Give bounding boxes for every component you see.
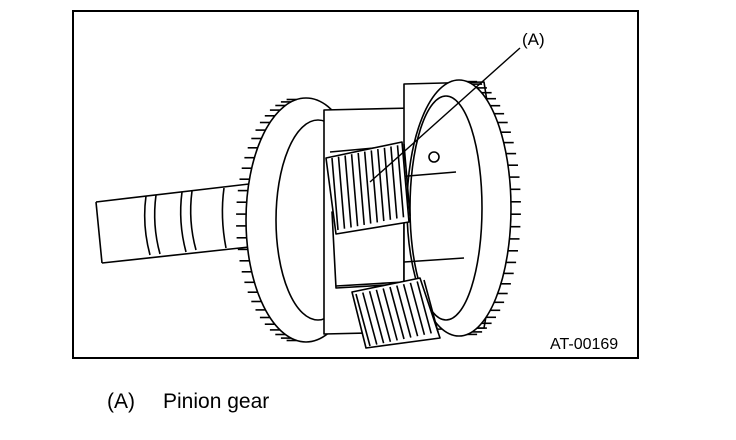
right-ring-gear: [395, 79, 521, 337]
callout-label-a: (A): [522, 30, 545, 49]
pinion-tooth: [350, 154, 359, 227]
pinion-tooth: [368, 290, 385, 344]
pinion-tooth: [337, 156, 346, 229]
pinion-tooth: [331, 157, 339, 231]
gear-assembly-illustration: [95, 47, 521, 349]
pinion-tooth: [344, 155, 352, 228]
pinion-tooth: [416, 281, 432, 334]
left-gear-teeth: [236, 98, 297, 342]
legend-text: Pinion gear: [163, 390, 270, 413]
pinion-tooth: [396, 285, 412, 338]
pinion-tooth: [423, 279, 439, 333]
pinion-tooth: [370, 150, 379, 223]
pinion-gear-upper: [325, 141, 411, 235]
pinion-tooth: [383, 147, 392, 220]
pinion-gear-lower: [351, 277, 441, 349]
pinion-tooth: [390, 146, 398, 219]
legend-tag: (A): [107, 390, 135, 413]
pinion-tooth: [355, 293, 371, 347]
pinion-tooth: [375, 289, 392, 343]
pinion-tooth: [382, 288, 398, 341]
figure-id: AT-00169: [550, 336, 619, 353]
input-shaft: [95, 183, 250, 264]
figure-frame: (A) AT-00169: [72, 10, 639, 359]
pinion-tooth: [409, 282, 426, 336]
pinion-tooth: [403, 143, 411, 217]
callout-leader-line: [369, 47, 521, 183]
pinion-tooth: [363, 151, 372, 224]
pinion-tooth: [362, 292, 378, 345]
pinion-tooth: [402, 283, 419, 337]
pinion-tooth: [389, 286, 405, 340]
pinion-tooth: [357, 152, 365, 225]
pinion-tooth: [377, 149, 385, 222]
legend-item: (A) Pinion gear: [107, 390, 269, 414]
